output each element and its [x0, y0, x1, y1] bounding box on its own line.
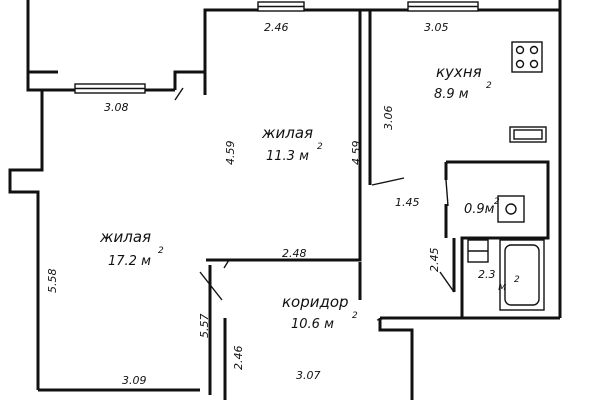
dim-left-bottom: 3.09: [122, 374, 147, 387]
door-kitchen: [371, 177, 405, 186]
room-area-sup-bath: 2: [514, 275, 520, 285]
door-bath: [439, 271, 455, 293]
room-area-sup-corridor: 2: [352, 311, 358, 321]
wc-sink-icon: [497, 195, 525, 223]
bathtub-icon: [499, 239, 545, 311]
dim-left-side: 5.58: [46, 269, 59, 294]
room-area-corridor: 10.6 м: [291, 317, 334, 332]
door-center-room: [223, 259, 230, 269]
door-left-room: [174, 87, 184, 101]
room-area-sup-living-center: 2: [317, 142, 323, 152]
dim-kitchen-bottom: 1.45: [395, 196, 420, 209]
dim-corridor-bottom: 3.07: [296, 369, 321, 382]
room-name-corridor: коридор: [282, 293, 349, 311]
dim-left-top: 3.08: [104, 101, 129, 114]
dim-bath-side: 2.45: [428, 248, 441, 273]
windows: [74, 1, 479, 94]
door-entry: [376, 316, 393, 321]
dim-kitchen-left: 3.06: [382, 106, 395, 131]
dim-center-left: 4.59: [224, 141, 237, 166]
bath-fixtures: [467, 195, 545, 311]
room-area-living-left: 17.2 м: [108, 254, 151, 269]
doors: [174, 87, 455, 321]
room-area-wc: 0.9м: [464, 202, 495, 217]
kitchen-fixtures: [509, 41, 547, 143]
door-left-lower: [199, 271, 223, 301]
kitchen-sink-icon: [509, 126, 547, 143]
dim-center-top: 2.46: [264, 21, 289, 34]
room-area-sup-living-left: 2: [158, 246, 164, 256]
room-area-sup-kitchen: 2: [486, 81, 492, 91]
dim-center-bottom: 2.48: [282, 247, 307, 260]
room-name-kitchen: кухня: [436, 63, 482, 81]
room-area-living-center: 11.3 м: [266, 149, 309, 164]
room-name-living-left: жилая: [99, 228, 151, 246]
room-area-bath: 2.3: [478, 268, 496, 281]
dim-center-right: 4.59: [350, 141, 363, 166]
walls: [8, 0, 562, 400]
room-area-bath-unit: м: [498, 280, 506, 293]
room-area-sup-wc: 2: [494, 197, 500, 207]
dim-left-inner: 5.57: [198, 314, 211, 339]
door-wc: [445, 179, 449, 207]
dim-kitchen-top: 3.05: [424, 21, 449, 34]
dim-door-gap: 2.46: [232, 346, 245, 371]
room-name-living-center: жилая: [261, 124, 313, 142]
stove-icon: [511, 41, 543, 73]
room-area-kitchen: 8.9 м: [434, 87, 469, 102]
